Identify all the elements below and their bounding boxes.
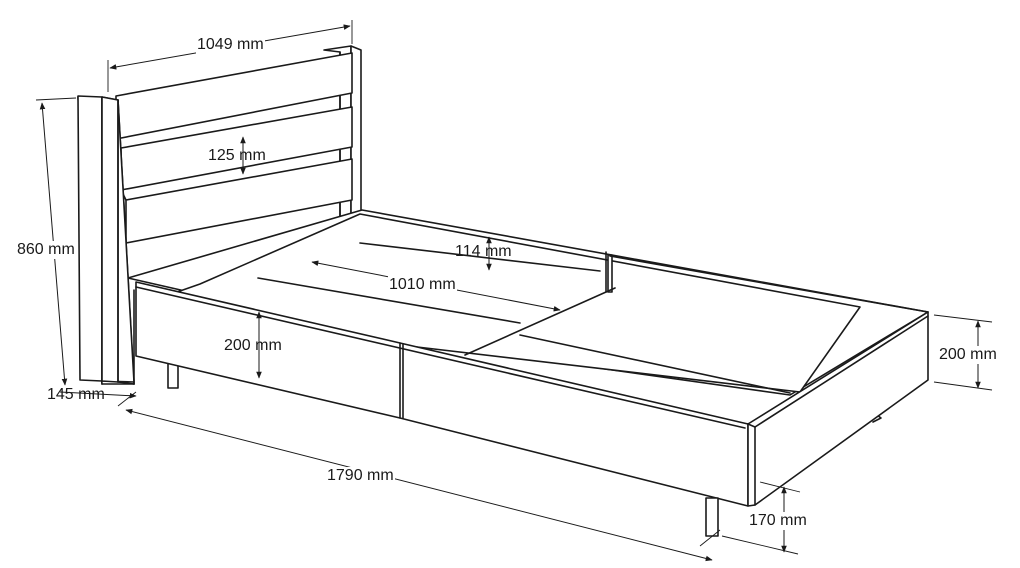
front-legs — [705, 497, 719, 537]
headboard-depth-label: 145 mm — [47, 386, 105, 403]
side-rail-height-label: 200 mm — [224, 337, 282, 354]
overall-length-label: 1790 mm — [326, 467, 395, 485]
slat-length-label: 1010 mm — [388, 276, 457, 294]
dimension-lines — [35, 20, 993, 562]
inner-board-height-label: 114 mm — [455, 243, 512, 260]
headboard-height-label: 860 mm — [16, 241, 76, 259]
headboard-left-post-outline — [77, 95, 135, 385]
headboard-width-label: 1049 mm — [196, 36, 265, 54]
slat-height-label: 125 mm — [208, 147, 266, 164]
foot-rail — [747, 311, 929, 507]
footboard-height-label: 200 mm — [938, 346, 998, 364]
leg-height-label: 170 mm — [748, 512, 808, 530]
